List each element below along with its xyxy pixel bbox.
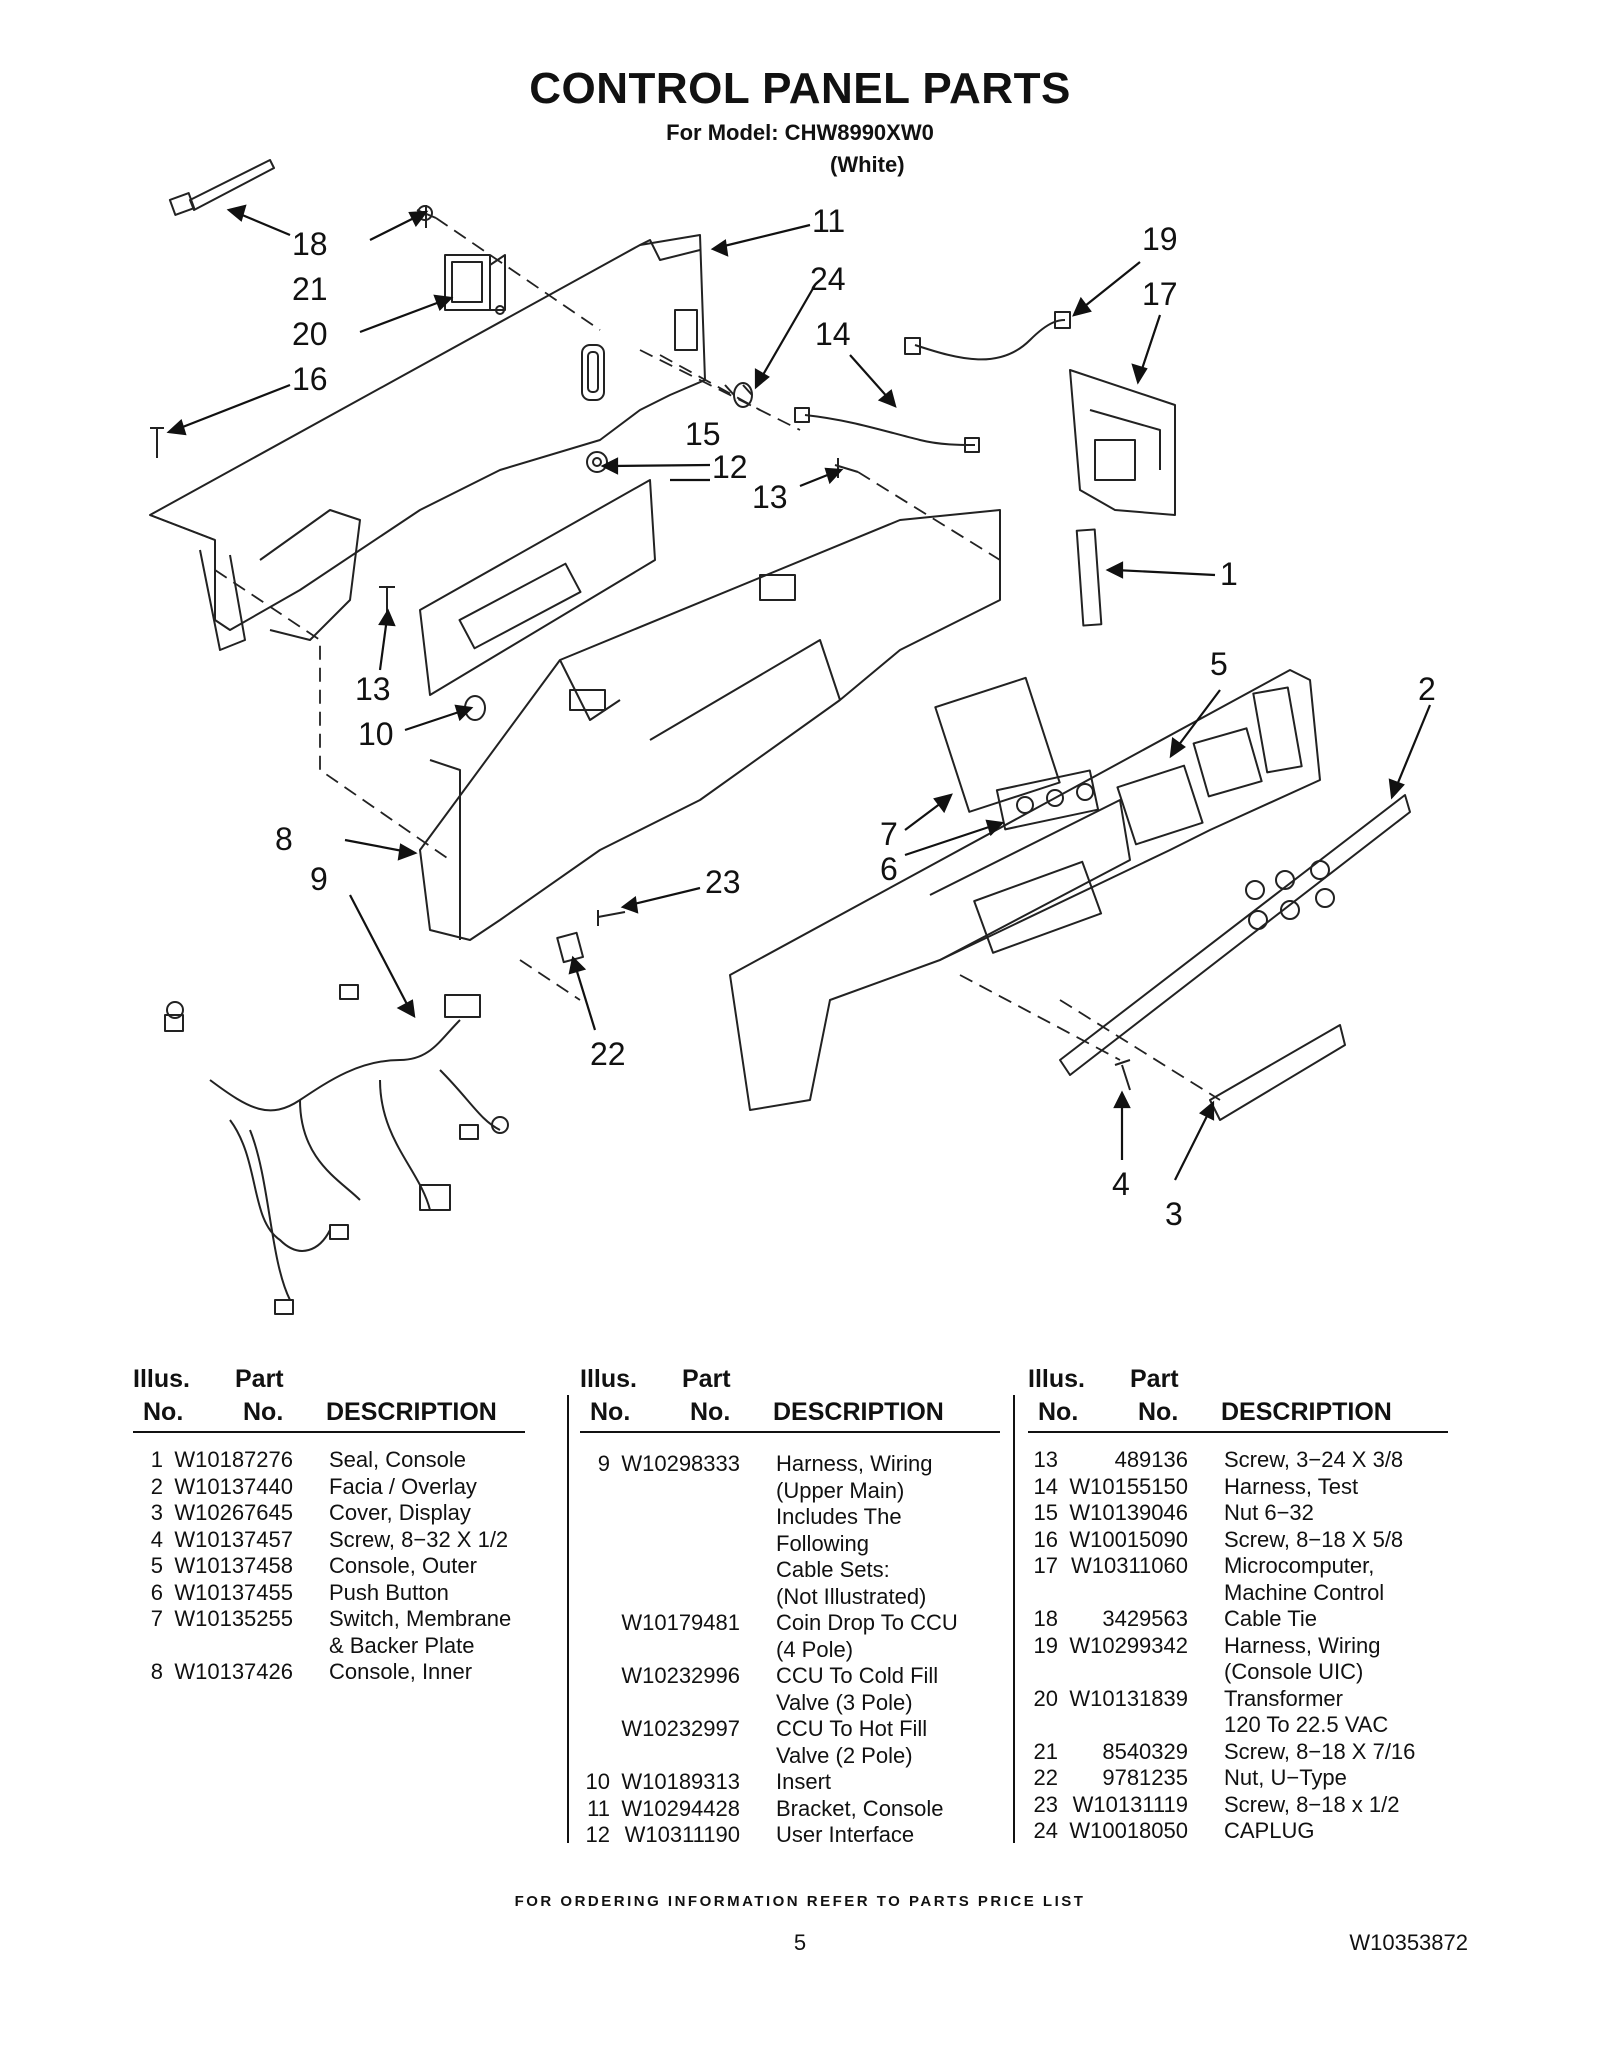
callout-17: 17 [1142, 276, 1178, 312]
header-part: Part [235, 1365, 284, 1393]
header-rule [1028, 1431, 1448, 1433]
callout-1: 1 [1220, 556, 1238, 592]
callout-3: 3 [1165, 1196, 1183, 1232]
push-button-part [995, 769, 1100, 831]
callout-9: 9 [310, 861, 328, 897]
membrane-switch-part [934, 676, 1061, 813]
header-illus: Illus. [1028, 1365, 1085, 1393]
callout-19: 19 [1142, 221, 1178, 257]
model-color: (White) [830, 152, 905, 177]
callout-6: 6 [880, 851, 898, 887]
user-interface-board-part [419, 479, 656, 696]
microcomputer-part [1069, 369, 1176, 516]
seal-part [1075, 528, 1103, 627]
callout-2: 2 [1418, 671, 1436, 707]
page-title: CONTROL PANEL PARTS [529, 64, 1071, 113]
callout-13a: 13 [355, 671, 391, 707]
column-divider [567, 1395, 569, 1843]
ordering-note: FOR ORDERING INFORMATION REFER TO PARTS … [514, 1893, 1086, 1910]
exploded-parts-diagram: 1 2 3 4 5 6 7 8 9 10 11 12 13 13 14 15 1… [149, 159, 1436, 1315]
callout-8: 8 [275, 821, 293, 857]
outer-console-part [729, 669, 1321, 1111]
main-wiring-harness-part [164, 984, 509, 1315]
console-harness-part [914, 319, 1066, 361]
header-part-no: No. [1138, 1398, 1179, 1426]
callout-5: 5 [1210, 646, 1228, 682]
transformer-part [444, 254, 506, 315]
callout-20: 20 [292, 316, 328, 352]
inner-console-part [419, 509, 1001, 941]
callout-11: 11 [812, 203, 845, 239]
callout-21: 21 [292, 271, 328, 307]
header-illus-no: No. [590, 1398, 631, 1426]
callout-12: 12 [712, 449, 748, 485]
callout-22: 22 [590, 1036, 626, 1072]
header-description: DESCRIPTION [773, 1398, 944, 1426]
header-part: Part [1130, 1365, 1179, 1393]
header-rule [133, 1431, 525, 1433]
display-cover-part [1209, 1024, 1346, 1121]
header-description: DESCRIPTION [326, 1398, 497, 1426]
callout-10: 10 [358, 716, 394, 752]
header-illus: Illus. [133, 1365, 190, 1393]
header-illus: Illus. [580, 1365, 637, 1393]
model-number: For Model: CHW8990XW0 [666, 120, 934, 145]
callout-15: 15 [685, 416, 721, 452]
screw-parts [150, 205, 1131, 1091]
callout-13b: 13 [752, 479, 788, 515]
header-part-no: No. [690, 1398, 731, 1426]
header-part: Part [682, 1365, 731, 1393]
cable-tie-part [168, 159, 275, 216]
callout-23: 23 [705, 864, 741, 900]
test-harness-part [804, 414, 976, 446]
callout-18: 18 [292, 226, 328, 262]
callout-16: 16 [292, 361, 328, 397]
callout-4: 4 [1112, 1166, 1130, 1202]
header-rule [580, 1431, 1000, 1433]
callout-labels: 1 2 3 4 5 6 7 8 9 10 11 12 13 13 14 15 1… [275, 203, 1436, 1232]
header-illus-no: No. [1038, 1398, 1079, 1426]
callout-7: 7 [880, 816, 898, 852]
callout-14: 14 [815, 316, 851, 352]
header-description: DESCRIPTION [1221, 1398, 1392, 1426]
facia-overlay-part [1059, 794, 1411, 1076]
column-divider [1013, 1395, 1015, 1843]
page-number: 5 [793, 1930, 807, 1955]
header-illus-no: No. [143, 1398, 184, 1426]
document-number: W10353872 [1349, 1930, 1468, 1955]
header-part-no: No. [243, 1398, 284, 1426]
callout-24: 24 [810, 261, 846, 297]
console-bracket-part [149, 234, 706, 651]
